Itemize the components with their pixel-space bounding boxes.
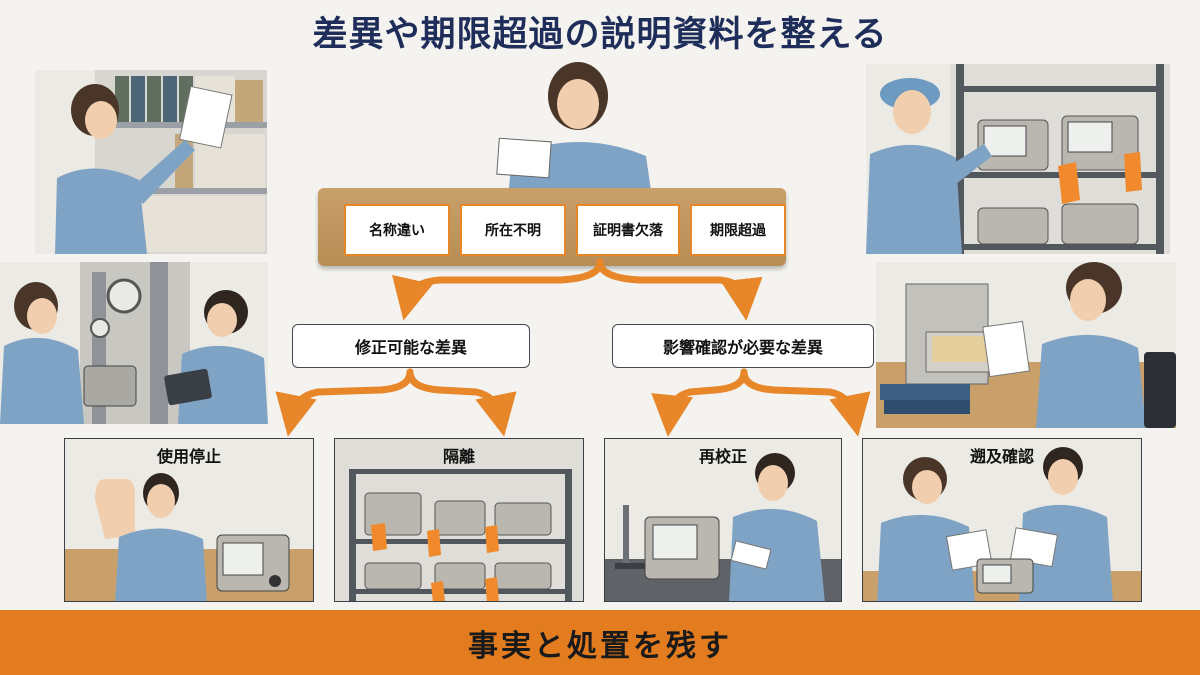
action-quarantine-label: 隔離 (442, 447, 475, 466)
footer-banner: 事実と処置を残す (0, 610, 1200, 675)
category-location-unknown: 所在不明 (460, 204, 566, 256)
branch-impact-check-discrepancy: 影響確認が必要な差異 (612, 324, 874, 368)
action-panel-recalibration: 再校正 (604, 438, 842, 602)
action-stop-use-label: 使用停止 (156, 447, 221, 466)
action-retroactive-check-label: 遡及確認 (969, 447, 1034, 466)
scene-pressure-gauge (0, 262, 268, 424)
action-panel-retroactive-check: 遡及確認 (862, 438, 1142, 602)
action-panel-quarantine: 隔離 (334, 438, 584, 602)
branch-correctable-discrepancy: 修正可能な差異 (292, 324, 530, 368)
category-overdue: 期限超過 (690, 204, 786, 256)
action-recalibration-label: 再校正 (698, 447, 747, 466)
scene-document-review (480, 58, 676, 198)
category-missing-certificate: 証明書欠落 (576, 204, 680, 256)
scene-record-cabinet (876, 262, 1176, 428)
page-title: 差異や期限超過の説明資料を整える (312, 15, 888, 55)
scene-equipment-rack (866, 64, 1170, 254)
scene-binder-shelf (35, 70, 267, 254)
action-panel-stop-use: 使用停止 (64, 438, 314, 602)
category-name-mismatch: 名称違い (344, 204, 450, 256)
